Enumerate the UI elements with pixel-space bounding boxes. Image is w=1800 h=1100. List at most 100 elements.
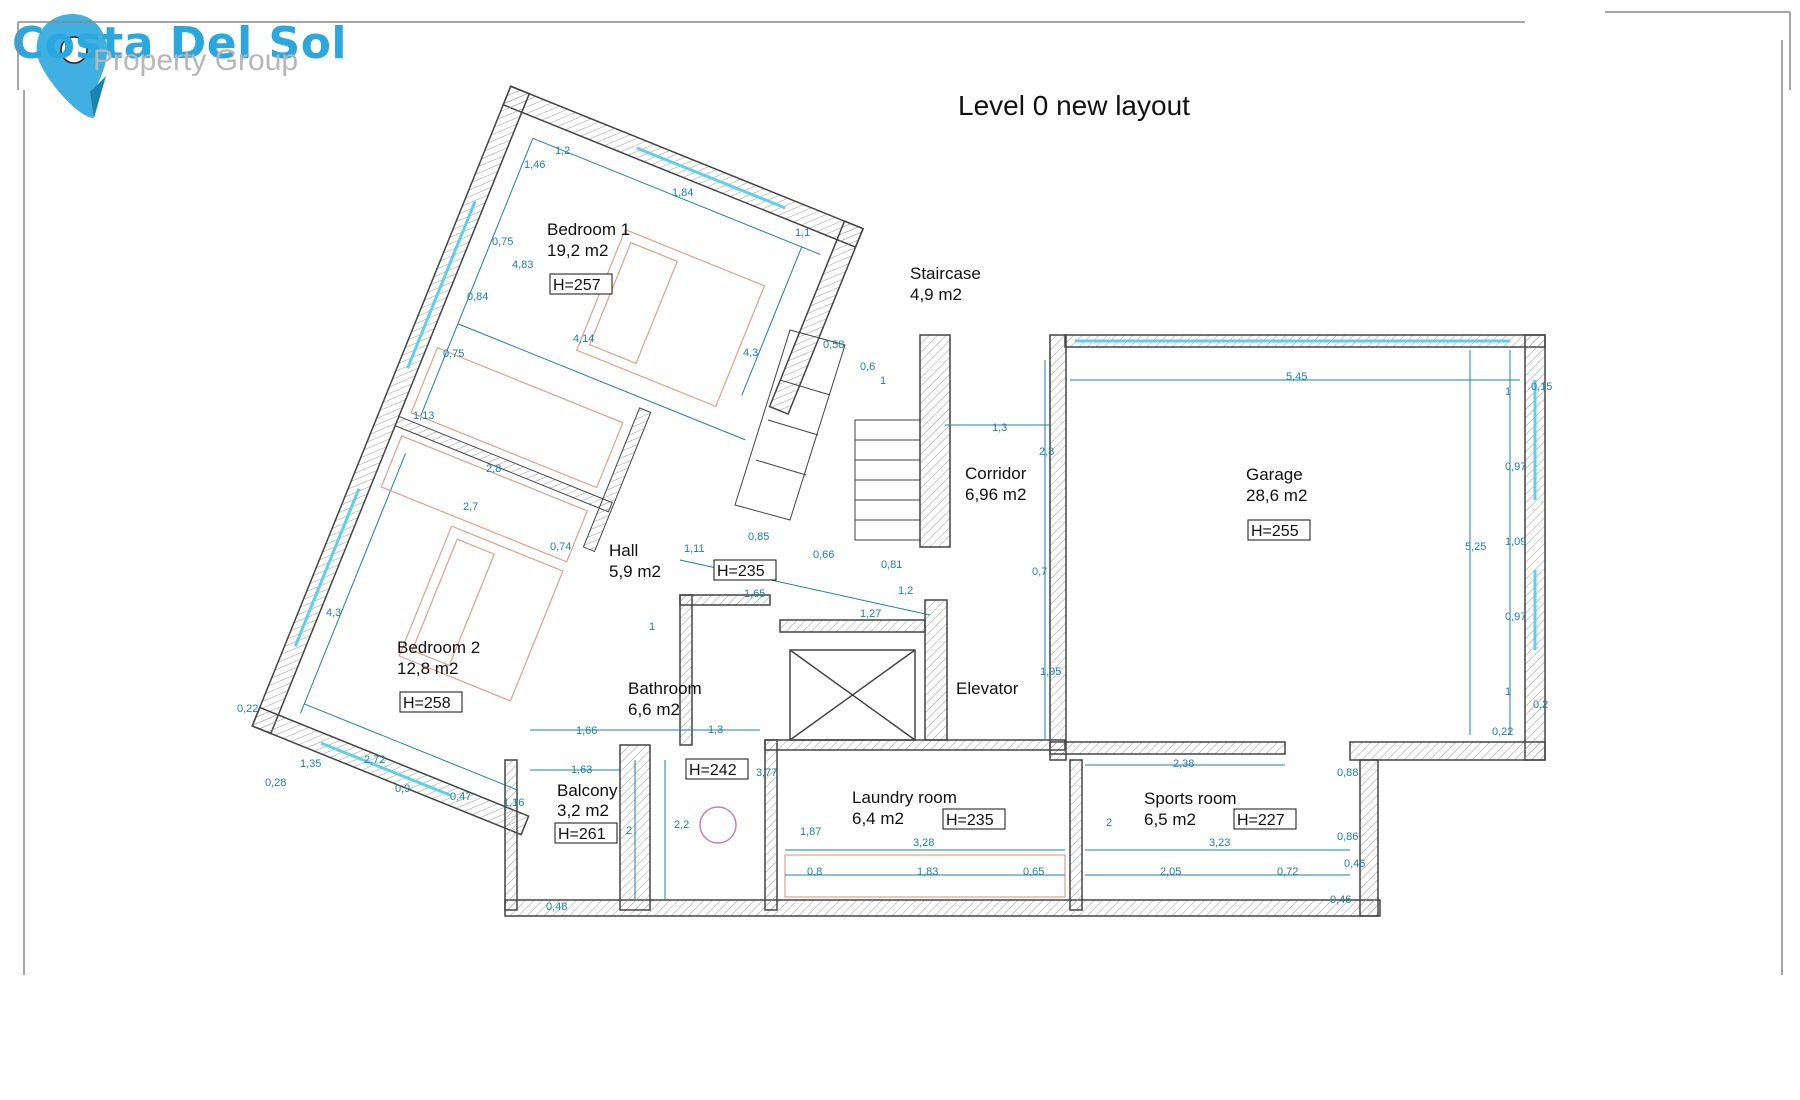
room-labels: Bedroom 1 19,2 m2 H=257 Staircase 4,9 m2…: [397, 220, 1311, 844]
dim-label: 0,2: [1533, 699, 1548, 711]
bedroom2-height: H=258: [403, 695, 451, 712]
dim-label: 0,66: [813, 549, 834, 561]
dimension-lines: [530, 350, 1520, 900]
hall-height: H=235: [717, 563, 765, 580]
dim-label: 1,3: [992, 422, 1007, 434]
shower-drain: [699, 806, 737, 844]
dim-label: 2,05: [1160, 866, 1181, 878]
bedroom1-name: Bedroom 1: [547, 220, 630, 239]
dim-label: 1,16: [503, 797, 524, 809]
dim-label: 1,1: [795, 227, 810, 239]
dim-label: 0,65: [1023, 866, 1044, 878]
dim-label: 0,22: [237, 703, 258, 715]
dim-label: 0,47: [450, 791, 471, 803]
garage-windows: [1075, 339, 1537, 650]
dim-label: 1,65: [744, 588, 765, 600]
logo-tagline: Property Group: [93, 44, 299, 77]
dim-label: 1,95: [1040, 666, 1061, 678]
laundry-counter: [784, 854, 1066, 898]
dim-label: 3,77: [756, 767, 777, 779]
sports-name: Sports room: [1144, 789, 1237, 808]
dim-label: 0,88: [1337, 767, 1358, 779]
dim-label: 0,97: [1505, 611, 1526, 623]
dim-label: 1: [880, 375, 886, 387]
dim-label: 1,63: [571, 764, 592, 776]
sports-area: 6,5 m2: [1144, 810, 1196, 829]
dim-label: 1,46: [524, 159, 545, 171]
dim-label: 0,85: [748, 531, 769, 543]
elevator-name: Elevator: [956, 679, 1019, 698]
laundry-name: Laundry room: [852, 788, 957, 807]
dim-label: 4,83: [512, 259, 533, 271]
dim-label: 1,35: [300, 758, 321, 770]
left-wing: [251, 85, 865, 836]
dim-label: 0,75: [492, 236, 513, 248]
dim-label: 3,28: [913, 837, 934, 849]
dim-label: 0,72: [1277, 866, 1298, 878]
staircase: [734, 329, 921, 541]
bedroom1-area: 19,2 m2: [547, 241, 608, 260]
dim-label: 0,46: [1330, 894, 1351, 906]
bedroom1-height: H=257: [553, 277, 601, 294]
dim-label: 2: [626, 825, 632, 837]
dim-label: 2,72: [364, 754, 385, 766]
bathroom-name: Bathroom: [628, 679, 702, 698]
dim-label: 2,38: [1173, 758, 1194, 770]
dim-label: 0,75: [443, 348, 464, 360]
dim-label: 5,25: [1465, 541, 1486, 553]
dim-label: 3,23: [1209, 837, 1230, 849]
dim-label: 2,8: [1039, 446, 1054, 458]
location-pin-icon: [36, 14, 108, 118]
hall-area: 5,9 m2: [609, 562, 661, 581]
laundry-height: H=235: [946, 812, 994, 829]
dim-label: 1,27: [860, 608, 881, 620]
dim-label: 2,2: [674, 819, 689, 831]
corridor-name: Corridor: [965, 464, 1027, 483]
bathroom-area: 6,6 m2: [628, 700, 680, 719]
bedroom2-area: 12,8 m2: [397, 659, 458, 678]
dim-label: 0,9: [395, 783, 410, 795]
dim-label: 0,46: [1344, 858, 1365, 870]
bedroom2-name: Bedroom 2: [397, 638, 480, 657]
laundry-area: 6,4 m2: [852, 809, 904, 828]
dim-label: 1: [1505, 686, 1511, 698]
staircase-area: 4,9 m2: [910, 285, 962, 304]
hall-name: Hall: [609, 541, 638, 560]
balcony-area: 3,2 m2: [557, 801, 609, 820]
dim-label: 0,7: [1032, 566, 1047, 578]
sports-height: H=227: [1237, 812, 1285, 829]
bathroom-height: H=242: [689, 762, 737, 779]
logo-name: Costa Del Sol: [12, 18, 348, 69]
staircase-name: Staircase: [910, 264, 981, 283]
dim-label: 0,48: [546, 901, 567, 913]
garage-name: Garage: [1246, 465, 1303, 484]
page-frame: [17, 11, 1791, 975]
dim-label: 4,14: [573, 333, 594, 345]
dim-label: 0,6: [860, 361, 875, 373]
balcony-height: H=261: [558, 826, 606, 843]
dim-label: 1,3: [708, 724, 723, 736]
dim-label: 2,8: [486, 463, 501, 475]
dim-label: 2: [1106, 817, 1112, 829]
dim-label: 0,86: [1337, 831, 1358, 843]
garage-area: 28,6 m2: [1246, 486, 1307, 505]
elevator: [789, 649, 916, 741]
dim-label: 1,2: [555, 145, 570, 157]
dim-label: 1: [1505, 386, 1511, 398]
dim-label: 0,81: [881, 559, 902, 571]
plan-title: Level 0 new layout: [958, 90, 1190, 121]
dim-label: 4,3: [326, 607, 341, 619]
dim-label: 5,45: [1286, 371, 1307, 383]
dim-label: 0,84: [467, 291, 488, 303]
dim-label: 1,66: [576, 725, 597, 737]
corridor-area: 6,96 m2: [965, 485, 1026, 504]
right-block: [504, 334, 1546, 917]
dim-label: 1,87: [800, 826, 821, 838]
balcony-name: Balcony: [557, 781, 618, 800]
dim-label: 4,3: [743, 347, 758, 359]
dimension-labels: 1,2 1,84 1,1 1,46 0,75 4,83 0,84 0,75 4,…: [237, 145, 1552, 913]
dim-label: 0,97: [1505, 461, 1526, 473]
dim-label: 1,2: [898, 585, 913, 597]
dim-label: 0,22: [1492, 726, 1513, 738]
